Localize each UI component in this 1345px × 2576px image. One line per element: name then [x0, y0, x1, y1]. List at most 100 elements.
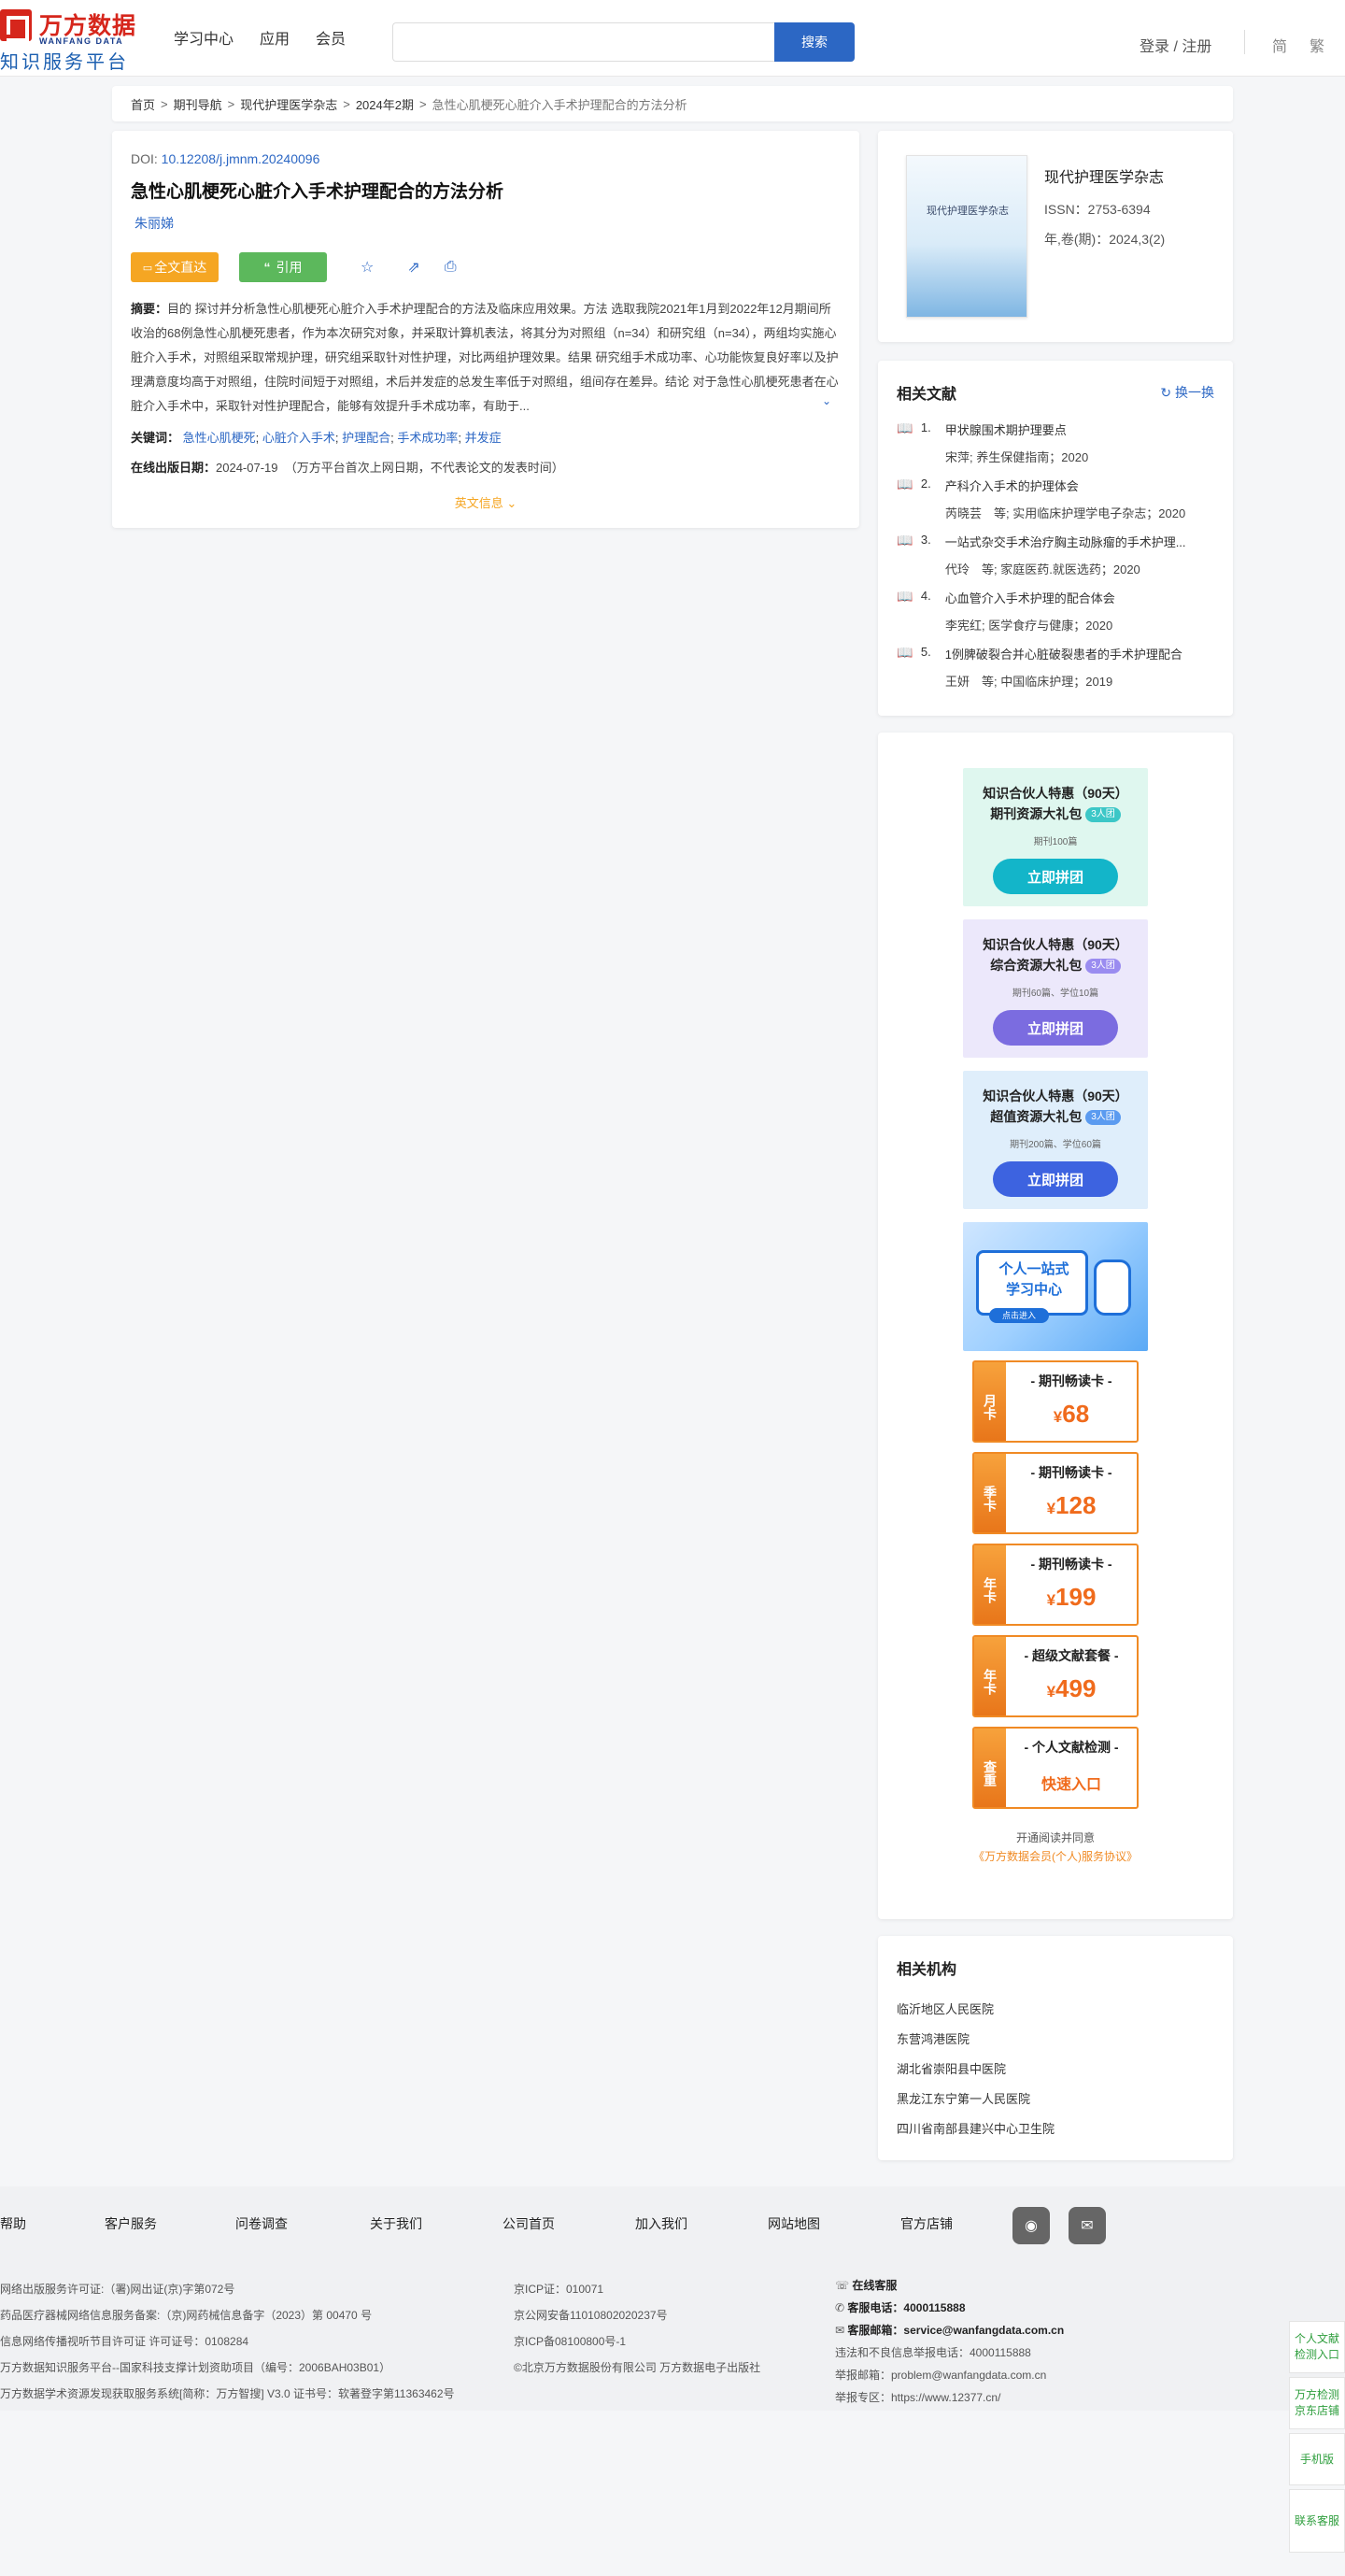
vip-card-title: - 期刊畅读卡 -: [1030, 1373, 1112, 1388]
share-icon[interactable]: ⇗: [407, 260, 420, 276]
related-source: 实用临床护理学电子杂志；2020: [1012, 506, 1186, 520]
vip-card-price: ¥128: [1006, 1491, 1137, 1520]
institution-link[interactable]: 四川省南部县建兴中心卫生院: [897, 2122, 1055, 2136]
group-buy-button[interactable]: 立即拼团: [993, 1161, 1118, 1197]
pubdate-label: 在线出版日期：: [131, 461, 217, 475]
group-buy-button[interactable]: 立即拼团: [993, 1010, 1118, 1046]
search-button[interactable]: 搜索: [774, 22, 855, 62]
weibo-icon[interactable]: ◉: [1012, 2207, 1050, 2244]
group-buy-button[interactable]: 立即拼团: [993, 859, 1118, 894]
report-area[interactable]: 举报专区：https://www.12377.cn/: [835, 2391, 1001, 2404]
footer-customer-service[interactable]: 客户服务: [105, 2216, 157, 2231]
logo-en: WANFANG DATA: [39, 36, 124, 46]
vip-card[interactable]: 年卡 - 期刊畅读卡 - ¥199: [972, 1544, 1139, 1626]
login-register-link[interactable]: 登录 / 注册: [1140, 39, 1212, 55]
nav-learning-center[interactable]: 学习中心: [174, 32, 234, 48]
float-personal-check[interactable]: 个人文献检测入口: [1289, 2321, 1345, 2373]
breadcrumb-home[interactable]: 首页: [131, 97, 156, 112]
keyword-link[interactable]: 并发症: [464, 431, 502, 445]
related-item: 📖3.一站式杂交手术治疗胸主动脉瘤的手术护理... 代玲 等; 家庭医药.就医选…: [897, 533, 1214, 577]
float-jd-store[interactable]: 万方检测京东店铺: [1289, 2377, 1345, 2429]
institution-link[interactable]: 黑龙江东宁第一人民医院: [897, 2092, 1031, 2106]
learn-enter-button[interactable]: 点击进入: [989, 1308, 1049, 1323]
breadcrumb-issue[interactable]: 2024年2期: [355, 97, 414, 112]
cite-label: 引用: [276, 260, 303, 275]
breadcrumb-sep: >: [343, 96, 350, 111]
related-authors: 宋萍;: [945, 450, 973, 464]
breadcrumb-journal[interactable]: 现代护理医学杂志: [240, 97, 338, 112]
keyword-link[interactable]: 护理配合: [342, 431, 391, 445]
header: 万方数据 WANFANG DATA 知识服务平台 学习中心 应用 会员 搜索 登…: [0, 0, 1345, 77]
favorite-star-icon[interactable]: ☆: [361, 260, 375, 276]
english-info-toggle[interactable]: 英文信息 ⌄: [112, 493, 859, 511]
breadcrumb-journal-nav[interactable]: 期刊导航: [173, 97, 222, 112]
related-item-title[interactable]: 甲状腺围术期护理要点: [944, 423, 1067, 437]
float-mobile[interactable]: 手机版: [1289, 2433, 1345, 2485]
price-value: 128: [1055, 1491, 1097, 1519]
service-agreement-link[interactable]: 《万方数据会员(个人)服务协议》: [973, 1850, 1138, 1863]
pack-line1: 知识合伙人特惠（90天）: [983, 937, 1128, 952]
institution-link[interactable]: 湖北省崇阳县中医院: [897, 2062, 1007, 2076]
wanfang-logo[interactable]: 万方数据 WANFANG DATA 知识服务平台: [0, 6, 149, 73]
abstract-expand-icon[interactable]: ⌄: [822, 394, 832, 407]
vip-card[interactable]: 季卡 - 期刊畅读卡 - ¥128: [972, 1452, 1139, 1534]
related-item-title[interactable]: 产科介入手术的护理体会: [944, 479, 1079, 493]
online-service-link[interactable]: ☏ 在线客服: [835, 2274, 1064, 2297]
fulltext-button[interactable]: ▭全文直达: [131, 252, 219, 282]
top-nav: 学习中心 应用 会员: [174, 26, 346, 49]
related-item-title[interactable]: 心血管介入手术护理的配合体会: [944, 591, 1115, 605]
related-source: 养生保健指南；2020: [976, 450, 1089, 464]
related-meta: 芮晓芸 等; 实用临床护理学电子杂志；2020: [945, 504, 1214, 521]
footer-about[interactable]: 关于我们: [370, 2216, 422, 2231]
institution-link[interactable]: 东营鸿港医院: [897, 2032, 970, 2046]
related-meta: 王妍 等; 中国临床护理；2019: [945, 672, 1214, 690]
learning-center-banner[interactable]: 个人一站式 学习中心 点击进入: [963, 1222, 1148, 1351]
refresh-button[interactable]: ↻ 换一换: [1160, 383, 1214, 402]
icp-line: 京ICP备08100800号-1: [514, 2335, 627, 2348]
keywords: 关键词： 急性心肌梗死; 心脏介入手术; 护理配合; 手术成功率; 并发症: [131, 431, 502, 445]
license-line: 信息网络传播视听节目许可证 许可证号：0108284: [0, 2335, 249, 2348]
book-icon: 📖: [897, 533, 913, 548]
nav-membership[interactable]: 会员: [316, 32, 347, 48]
related-authors: 李宪红;: [945, 619, 985, 633]
footer-help[interactable]: 帮助: [0, 2216, 26, 2231]
institution-link[interactable]: 临沂地区人民医院: [897, 2002, 995, 2016]
vip-card-type: 年卡: [974, 1545, 1006, 1624]
vip-card[interactable]: 年卡 - 超级文献套餐 - ¥499: [972, 1635, 1139, 1717]
breadcrumb-current: 急性心肌梗死心脏介入手术护理配合的方法分析: [432, 97, 687, 112]
wechat-icon[interactable]: ✉: [1069, 2207, 1106, 2244]
lang-simplified[interactable]: 简: [1272, 39, 1288, 55]
vip-card-type: 年卡: [974, 1637, 1006, 1715]
float-contact[interactable]: 联系客服: [1289, 2489, 1345, 2553]
journal-cover[interactable]: 现代护理医学杂志: [906, 155, 1027, 318]
vip-card[interactable]: 月卡 - 期刊畅读卡 - ¥68: [972, 1360, 1139, 1443]
check-card[interactable]: 查重 - 个人文献检测 - 快速入口: [972, 1727, 1139, 1809]
cite-button[interactable]: “引用: [239, 252, 327, 282]
keyword-link[interactable]: 手术成功率: [397, 431, 459, 445]
article-author[interactable]: 朱丽娣: [134, 216, 174, 231]
search-input[interactable]: [392, 22, 775, 62]
related-item-title[interactable]: 1例脾破裂合并心脏破裂患者的手术护理配合: [944, 648, 1182, 662]
abstract-text: 目的 探讨并分析急性心肌梗死心脏介入手术护理配合的方法及临床应用效果。方法 选取…: [131, 302, 839, 413]
print-icon[interactable]: ⎙: [444, 259, 457, 275]
journal-name[interactable]: 现代护理医学杂志: [1044, 170, 1165, 186]
related-articles-card: 相关文献 ↻ 换一换 📖1.甲状腺围术期护理要点 宋萍; 养生保健指南；2020…: [878, 361, 1233, 716]
icp-line: ©北京万方数据股份有限公司 万方数据电子出版社: [514, 2361, 761, 2374]
vip-card-price: ¥68: [1006, 1400, 1137, 1429]
related-item-title[interactable]: 一站式杂交手术治疗胸主动脉瘤的手术护理...: [944, 535, 1186, 549]
related-meta: 李宪红; 医学食疗与健康；2020: [945, 616, 1214, 633]
keyword-link[interactable]: 心脏介入手术: [262, 431, 335, 445]
keyword-link[interactable]: 急性心肌梗死: [182, 431, 256, 445]
nav-apps[interactable]: 应用: [260, 32, 290, 48]
related-num: 5.: [920, 645, 931, 659]
related-item: 📖1.甲状腺围术期护理要点 宋萍; 养生保健指南；2020: [897, 420, 1214, 465]
email-value[interactable]: service@wanfangdata.com.cn: [903, 2324, 1065, 2337]
footer-join[interactable]: 加入我们: [635, 2216, 687, 2231]
footer-store[interactable]: 官方店铺: [900, 2216, 953, 2231]
footer-home[interactable]: 公司首页: [503, 2216, 555, 2231]
vip-card-title: - 超级文献套餐 -: [1024, 1648, 1119, 1663]
lang-traditional[interactable]: 繁: [1310, 39, 1325, 55]
footer-sitemap[interactable]: 网站地图: [768, 2216, 820, 2231]
doi-link[interactable]: 10.12208/j.jmnm.20240096: [161, 151, 320, 166]
footer-survey[interactable]: 问卷调查: [235, 2216, 288, 2231]
